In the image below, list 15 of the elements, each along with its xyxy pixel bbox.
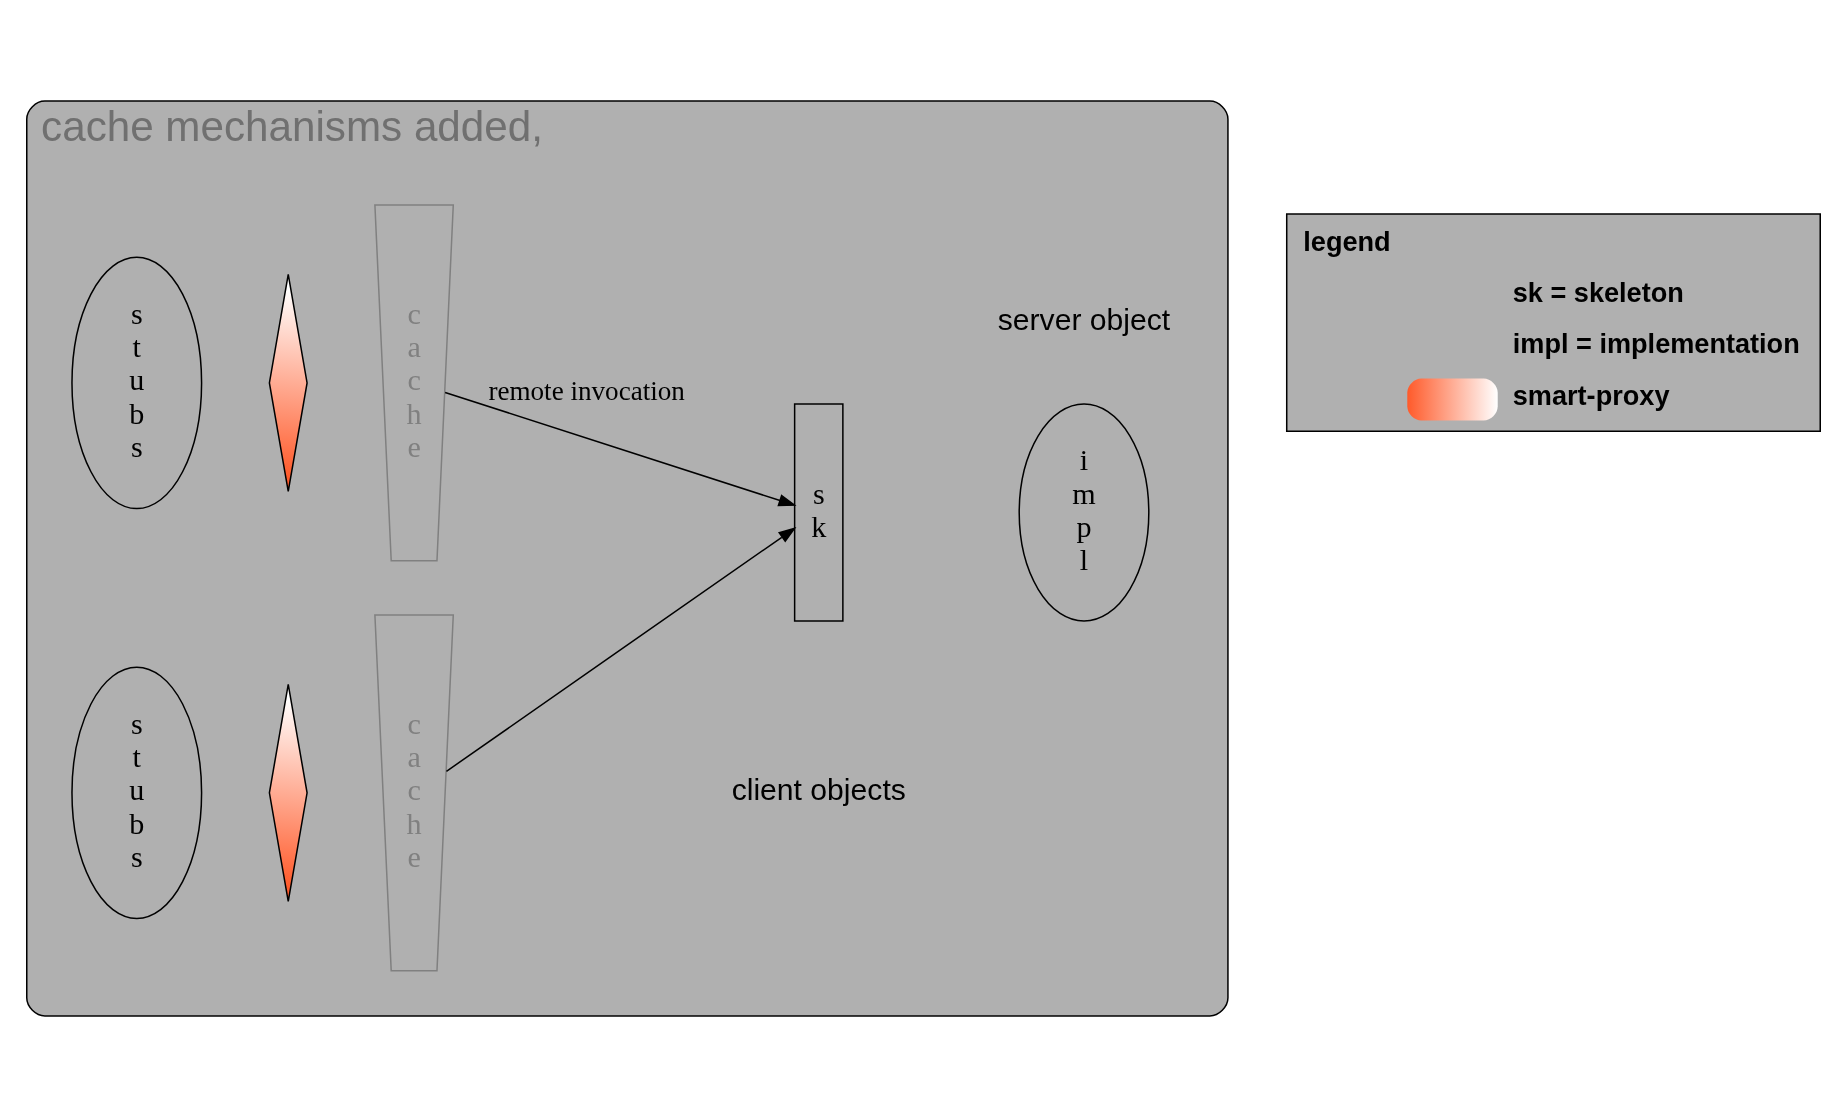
legend-label: sk = skeleton (1512, 276, 1684, 308)
node-ellipse: impl (1018, 402, 1150, 622)
node-ellipse: stubs (71, 665, 203, 919)
label: legend (1303, 225, 1391, 257)
legend-label: impl = implementation (1512, 327, 1800, 359)
label: client objects (731, 772, 906, 806)
legend-label: smart-proxy (1512, 379, 1670, 411)
node-box: sk (793, 402, 844, 622)
edge-label: remote invocation (488, 375, 685, 406)
node-ellipse: stubs (71, 256, 203, 509)
arrow (445, 526, 797, 772)
node-diamond (268, 273, 308, 492)
arrow (444, 391, 797, 506)
label: server object (997, 302, 1171, 336)
node-diamond (268, 683, 308, 902)
